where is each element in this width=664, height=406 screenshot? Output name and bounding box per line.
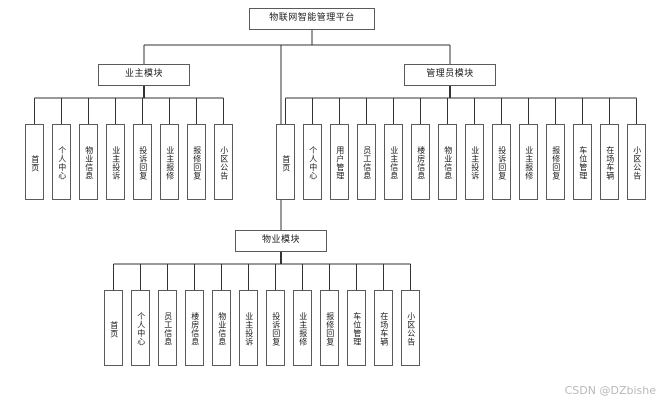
node-leaf-property-module-5[interactable]: 业主投诉 (239, 290, 258, 366)
node-leaf-admin-module-2[interactable]: 用户管理 (330, 124, 349, 200)
node-leaf-property-module-7[interactable]: 业主报修 (293, 290, 312, 366)
node-leaf-property-module-4[interactable]: 物业信息 (212, 290, 231, 366)
node-leaf-admin-module-0[interactable]: 首页 (276, 124, 295, 200)
node-leaf-admin-module-1[interactable]: 个人中心 (303, 124, 322, 200)
node-leaf-owner-module-4[interactable]: 投诉回复 (133, 124, 152, 200)
node-leaf-property-module-11[interactable]: 小区公告 (401, 290, 420, 366)
node-leaf-owner-module-6[interactable]: 报修回复 (187, 124, 206, 200)
node-leaf-owner-module-7[interactable]: 小区公告 (214, 124, 233, 200)
node-leaf-owner-module-1[interactable]: 个人中心 (52, 124, 71, 200)
node-leaf-admin-module-10[interactable]: 报修回复 (546, 124, 565, 200)
node-leaf-admin-module-12[interactable]: 在场车辆 (600, 124, 619, 200)
node-leaf-property-module-8[interactable]: 报修回复 (320, 290, 339, 366)
node-module-admin-module[interactable]: 管理员模块 (404, 64, 496, 86)
watermark-label: CSDN @DZbishe (564, 384, 656, 397)
node-leaf-property-module-10[interactable]: 在场车辆 (374, 290, 393, 366)
node-leaf-admin-module-9[interactable]: 业主报修 (519, 124, 538, 200)
node-leaf-admin-module-5[interactable]: 楼房信息 (411, 124, 430, 200)
node-leaf-property-module-6[interactable]: 投诉回复 (266, 290, 285, 366)
node-leaf-owner-module-5[interactable]: 业主报修 (160, 124, 179, 200)
node-leaf-property-module-1[interactable]: 个人中心 (131, 290, 150, 366)
node-root[interactable]: 物联网智能管理平台 (249, 8, 375, 30)
node-module-owner-module[interactable]: 业主模块 (98, 64, 190, 86)
node-leaf-admin-module-8[interactable]: 投诉回复 (492, 124, 511, 200)
node-leaf-admin-module-13[interactable]: 小区公告 (627, 124, 646, 200)
node-leaf-property-module-2[interactable]: 员工信息 (158, 290, 177, 366)
node-leaf-admin-module-4[interactable]: 业主信息 (384, 124, 403, 200)
node-leaf-admin-module-6[interactable]: 物业信息 (438, 124, 457, 200)
node-leaf-owner-module-0[interactable]: 首页 (25, 124, 44, 200)
node-leaf-property-module-9[interactable]: 车位管理 (347, 290, 366, 366)
node-leaf-admin-module-7[interactable]: 业主投诉 (465, 124, 484, 200)
node-module-property-module[interactable]: 物业模块 (235, 230, 327, 252)
node-leaf-owner-module-3[interactable]: 业主投诉 (106, 124, 125, 200)
node-leaf-admin-module-11[interactable]: 车位管理 (573, 124, 592, 200)
node-leaf-owner-module-2[interactable]: 物业信息 (79, 124, 98, 200)
node-leaf-property-module-0[interactable]: 首页 (104, 290, 123, 366)
node-leaf-admin-module-3[interactable]: 员工信息 (357, 124, 376, 200)
node-leaf-property-module-3[interactable]: 楼房信息 (185, 290, 204, 366)
